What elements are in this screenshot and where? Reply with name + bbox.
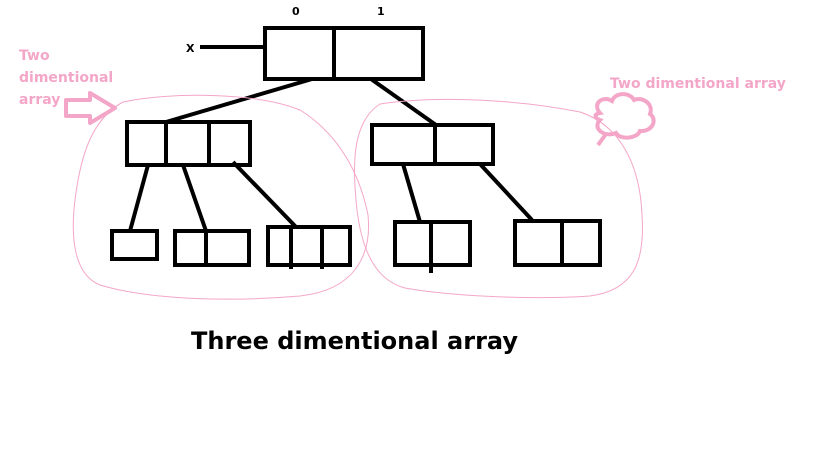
leaf-array-5 bbox=[513, 219, 602, 267]
leaf-array-3-box bbox=[266, 225, 352, 267]
connector-left-1 bbox=[128, 164, 150, 232]
connector-right-1 bbox=[401, 163, 422, 223]
leaf-array-1 bbox=[110, 229, 159, 261]
leaf-array-4 bbox=[393, 220, 472, 273]
right-2d-array bbox=[370, 123, 495, 166]
left-note-line-2: dimentional bbox=[19, 70, 113, 86]
right-note: Two dimentional array bbox=[610, 76, 786, 92]
right-2d-array-box bbox=[370, 123, 495, 166]
diagram-caption: Three dimentional array bbox=[191, 327, 518, 355]
left-note-line-1: Two bbox=[19, 48, 50, 64]
leaf-array-5-box bbox=[513, 219, 602, 267]
left-note-line-3: array bbox=[19, 92, 60, 108]
leaf-array-3 bbox=[266, 225, 352, 269]
variable-label: X bbox=[186, 42, 195, 55]
connector-left-2 bbox=[181, 164, 208, 232]
index-label-1: 1 bbox=[377, 5, 385, 18]
thought-cloud-icon bbox=[593, 92, 656, 147]
index-label-0: 0 bbox=[292, 5, 300, 18]
connector-right-2 bbox=[478, 162, 534, 222]
connector-top-right bbox=[369, 77, 438, 127]
left-group-outline bbox=[72, 94, 370, 300]
top-array bbox=[263, 26, 425, 81]
right-group-outline bbox=[354, 98, 643, 299]
leaf-array-2 bbox=[173, 229, 251, 267]
left-2d-array-box bbox=[125, 120, 252, 167]
connector-left-3 bbox=[231, 160, 298, 229]
top-array-box bbox=[263, 26, 425, 81]
right-arrow-icon bbox=[64, 91, 117, 125]
connector-top-left bbox=[165, 77, 313, 124]
leaf-array-2-box bbox=[173, 229, 251, 267]
left-2d-array bbox=[125, 120, 252, 167]
